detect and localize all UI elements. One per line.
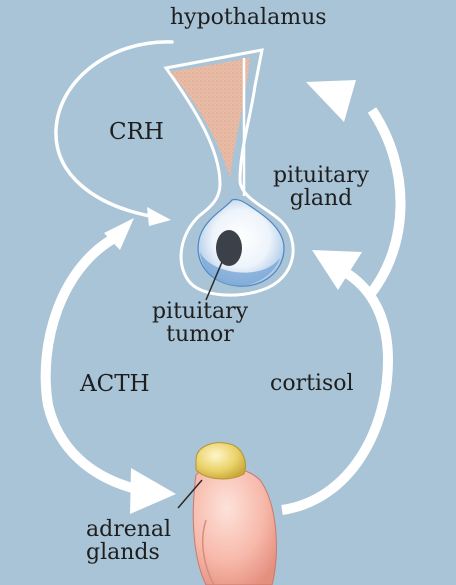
tumor-pointer-line bbox=[205, 261, 223, 301]
adrenal-pointer-line bbox=[177, 479, 203, 509]
acth-label: ACTH bbox=[80, 371, 150, 397]
pituitary-gland-label-line-1: pituitary bbox=[272, 163, 370, 188]
adrenal-glands bbox=[177, 442, 277, 585]
pituitary-tumor-label-line-2: tumor bbox=[166, 322, 234, 348]
adrenal-glands-label-line-1: adrenal bbox=[86, 517, 172, 542]
pituitary-gland-label-line-2: gland bbox=[289, 186, 353, 212]
pituitary-tumor bbox=[216, 230, 242, 266]
cortisol-arrow bbox=[281, 250, 394, 515]
adrenal-glands-label: adrenal glands bbox=[86, 518, 171, 564]
cortisol-label: cortisol bbox=[270, 371, 354, 396]
pituitary-tumor-label: pituitary tumor bbox=[140, 300, 260, 346]
adrenal-glands-label-line-2: glands bbox=[86, 540, 160, 566]
pituitary-tumor-label-line-1: pituitary bbox=[151, 299, 249, 324]
hypothalamus-tissue bbox=[170, 58, 250, 178]
pituitary-gland-label: pituitary gland bbox=[266, 164, 376, 210]
hypothalamus-label: hypothalamus bbox=[170, 5, 327, 30]
cortisol-arrow-to-hypothalamus bbox=[306, 80, 406, 296]
crh-label: CRH bbox=[109, 119, 164, 145]
crh-arrow bbox=[54, 40, 174, 226]
acth-arrow bbox=[40, 218, 176, 514]
